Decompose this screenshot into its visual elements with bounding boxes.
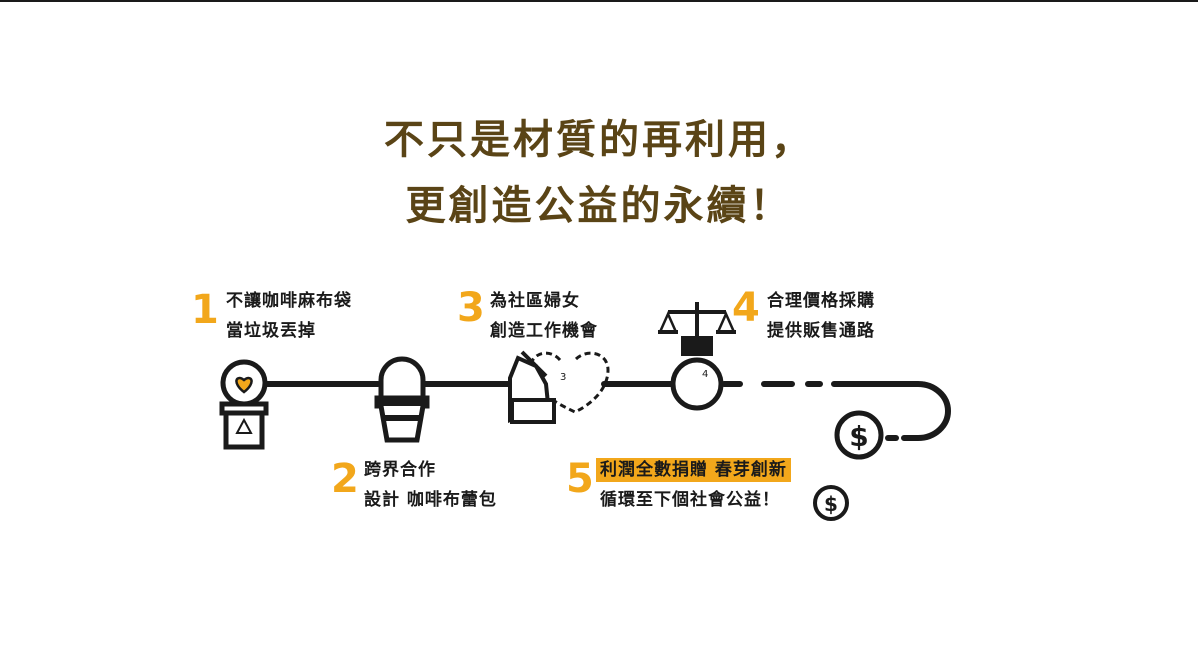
step-5-highlight: 利潤全數捐贈 春芽創新 xyxy=(596,458,791,482)
step-4-number: 4 xyxy=(732,285,760,331)
step-2-line1: 跨界合作 xyxy=(364,460,436,480)
step-5-line2: 循環至下個社會公益！ xyxy=(600,490,780,510)
scale-weight-icon: 4 xyxy=(658,302,736,411)
step-1-number: 1 xyxy=(191,287,219,333)
hand-heart-icon-label: 3 xyxy=(560,372,566,383)
page-title-line2: 更創造公益的永續！ xyxy=(405,182,793,229)
top-border xyxy=(0,0,1198,2)
step-3-number: 3 xyxy=(457,285,485,331)
step-2-line2: 設計 咖啡布蕾包 xyxy=(364,490,497,510)
step-5-line1: 利潤全數捐贈 春芽創新 xyxy=(596,455,791,485)
svg-text:$: $ xyxy=(849,420,868,453)
step-2-number: 2 xyxy=(331,456,359,502)
dollar-coin-icon: $ xyxy=(834,410,884,460)
step-1-line1: 不讓咖啡麻布袋 xyxy=(226,291,352,311)
hand-heart-icon: 3 xyxy=(508,350,610,424)
dollar-coin-small-icon: $ xyxy=(813,485,849,521)
page-title-line1: 不只是材質的再利用， xyxy=(384,116,814,163)
step-4-line1: 合理價格採購 xyxy=(767,291,875,311)
coffee-cup-icon xyxy=(374,356,430,443)
heart-recycle-bin-icon xyxy=(219,359,269,450)
timeline-curve xyxy=(831,381,951,441)
step-3-line1: 為社區婦女 xyxy=(490,291,580,311)
svg-text:$: $ xyxy=(824,492,838,516)
step-3-line2: 創造工作機會 xyxy=(490,321,598,341)
step-1-line2: 當垃圾丟掉 xyxy=(226,321,316,341)
step-4-line2: 提供販售通路 xyxy=(767,321,875,341)
step-5-number: 5 xyxy=(566,456,594,502)
scale-weight-icon-label: 4 xyxy=(702,369,708,380)
